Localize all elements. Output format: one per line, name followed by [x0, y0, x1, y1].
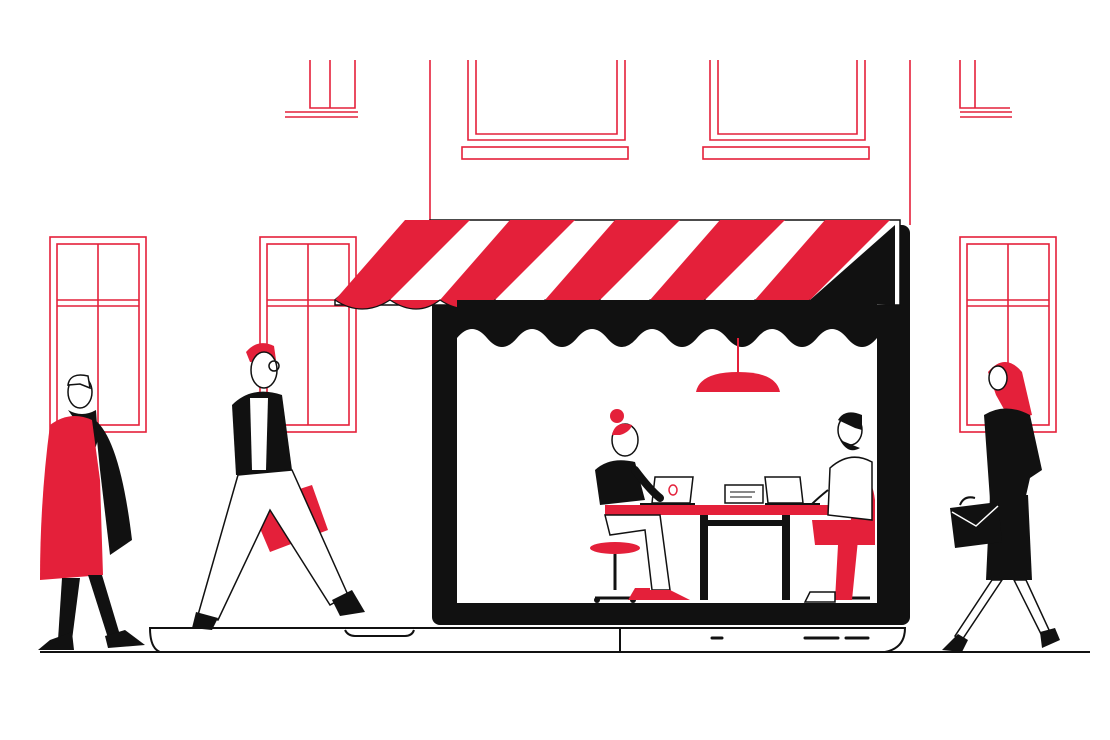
window-top-left: [285, 60, 358, 118]
man-in-red-coat-walking: [38, 374, 145, 650]
woman-typing-at-laptop: [590, 409, 690, 603]
office-interior: [590, 409, 875, 603]
window-top-center: [461, 60, 629, 160]
office-desk-top: [605, 505, 850, 515]
desk-laptop-right: [764, 476, 820, 505]
window-top-far-right: [959, 60, 1012, 118]
woman-with-black-briefcase-walking: [942, 362, 1060, 652]
black-briefcase: [950, 496, 1002, 548]
window-mid-left: [49, 236, 147, 433]
pendant-lamp: [696, 338, 780, 392]
man-working-at-laptop: [803, 412, 875, 603]
laptop-base: [148, 627, 907, 653]
desk-documents: [724, 484, 764, 504]
window-top-right: [702, 60, 870, 160]
man-with-red-briefcase-walking: [192, 343, 365, 630]
window-mid-center-left: [259, 236, 357, 433]
laptop-screen-interior: [457, 305, 877, 603]
striped-awning: [334, 219, 901, 347]
